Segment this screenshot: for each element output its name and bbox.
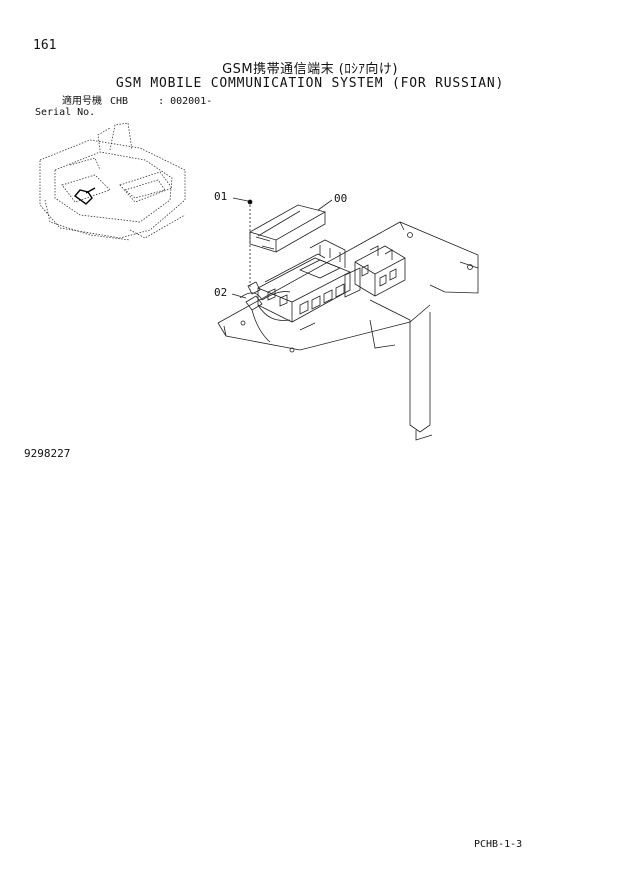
applicable-model-label: 適用号機 <box>62 96 102 107</box>
leader-02 <box>231 293 247 299</box>
harness-highlight <box>73 187 96 205</box>
harness-02 <box>239 281 291 343</box>
callout-01: 01 <box>214 190 228 203</box>
callout-00: 00 <box>334 192 348 205</box>
machine-overview-illustration <box>39 122 186 241</box>
leader-01-dot <box>247 199 253 205</box>
mounting-frame <box>217 221 479 441</box>
page-title-japanese: GSM携帯通信端末 (ﾛｼｱ向け) <box>222 62 398 77</box>
callout-02: 02 <box>214 286 228 299</box>
relay-block <box>257 239 406 331</box>
leader-01 <box>232 197 249 202</box>
applicability-block: 適用号機 CHB : 002001- <box>62 96 212 108</box>
gsm-unit-00 <box>248 204 327 253</box>
leader-00 <box>317 199 333 211</box>
serial-label: Serial No. <box>35 107 96 118</box>
page-title-english: GSM MOBILE COMMUNICATION SYSTEM (FOR RUS… <box>115 76 505 91</box>
page-code: PCHB-1-3 <box>474 839 523 850</box>
drawing-number: 9298227 <box>24 447 71 460</box>
page-number: 161 <box>33 38 57 53</box>
model-code: CHB <box>110 96 129 107</box>
serial-range: : 002001- <box>158 96 213 107</box>
